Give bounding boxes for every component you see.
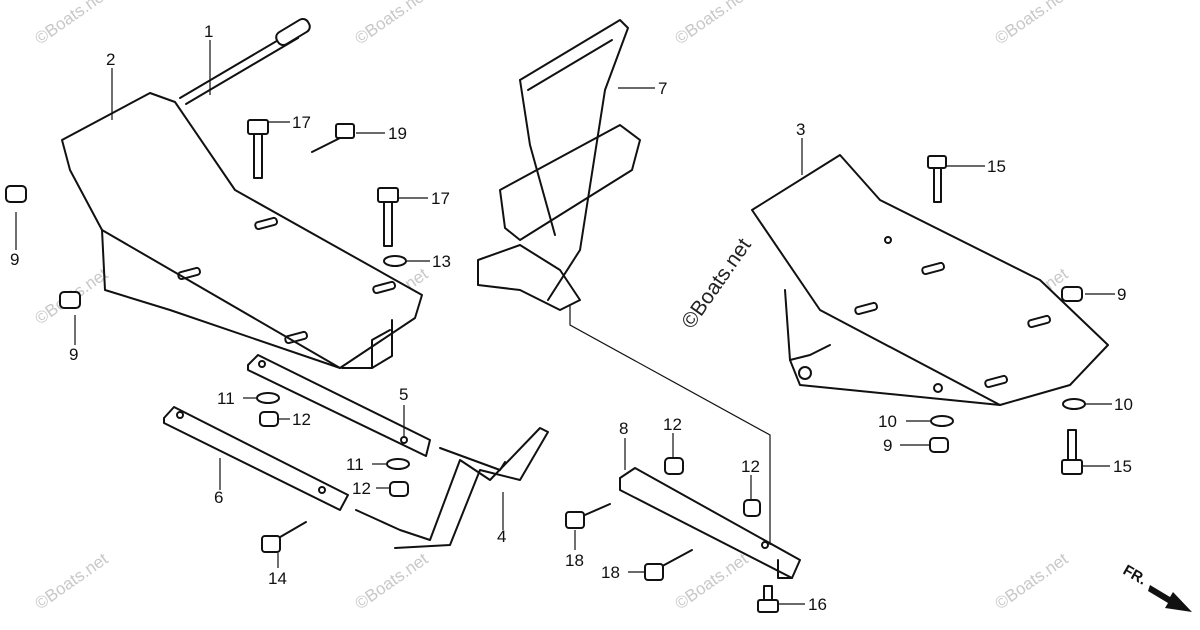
callout-label: 10 <box>1114 395 1133 414</box>
callout-label: 9 <box>69 345 78 364</box>
bolt-icon <box>644 549 693 581</box>
callout-label: 9 <box>883 436 892 455</box>
watermark: ©Boats.net <box>671 0 751 48</box>
callout-label: 19 <box>388 124 407 143</box>
watermark-center: ©Boats.net <box>677 234 756 333</box>
front-direction-indicator: FR. <box>1120 562 1192 612</box>
bolt-icon <box>565 503 611 529</box>
callout-label: 6 <box>214 488 223 507</box>
nut-icon <box>929 437 949 453</box>
bolt-icon <box>311 123 355 153</box>
watermark: ©Boats.net <box>31 0 111 48</box>
callout-label: 10 <box>878 412 897 431</box>
callout-label: 17 <box>431 189 450 208</box>
leader-lines <box>15 40 1115 605</box>
bolt-icon <box>377 187 399 247</box>
callout-label: 9 <box>10 250 19 269</box>
washer-icon <box>930 415 954 427</box>
washer-icon <box>256 392 280 404</box>
nut-icon <box>259 411 279 427</box>
strap-5 <box>247 354 431 457</box>
frame-bracket <box>477 19 641 311</box>
watermark: ©Boats.net <box>31 549 111 613</box>
callout-label: 11 <box>217 389 235 408</box>
washer-icon <box>1062 398 1086 410</box>
watermark: ©Boats.net <box>991 0 1071 48</box>
left-footrest-plate <box>61 92 423 369</box>
callout-label: 1 <box>204 22 213 41</box>
nut-icon <box>1061 286 1083 302</box>
callout-label: 9 <box>1117 285 1126 304</box>
arrow-icon <box>1148 585 1192 612</box>
callout-label: 8 <box>619 419 628 438</box>
callout-label: 12 <box>663 415 682 434</box>
rod-part <box>179 17 311 105</box>
callout-label: 13 <box>432 252 451 271</box>
watermark: ©Boats.net <box>671 549 751 613</box>
direction-label: FR. <box>1120 562 1149 589</box>
callout-label: 11 <box>346 455 364 474</box>
bent-bar <box>355 427 549 549</box>
nut-icon <box>389 481 409 497</box>
callout-label: 18 <box>601 563 620 582</box>
callout-label: 12 <box>292 410 311 429</box>
hardware-group <box>5 119 1086 613</box>
callout-label: 4 <box>497 527 506 546</box>
bolt-icon <box>1061 429 1083 475</box>
watermark: ©Boats.net <box>991 549 1071 613</box>
bolt-icon <box>757 585 779 613</box>
bolt-icon <box>247 119 269 179</box>
callout-label: 3 <box>796 120 805 139</box>
callout-label: 7 <box>658 79 667 98</box>
nut-icon <box>59 291 81 309</box>
callout-label: 16 <box>808 595 827 614</box>
washer-icon <box>386 458 410 470</box>
callout-label: 18 <box>565 551 584 570</box>
nut-icon <box>664 457 684 475</box>
callout-label: 12 <box>352 479 371 498</box>
callout-label: 17 <box>292 113 311 132</box>
watermark: ©Boats.net <box>351 0 431 48</box>
strap-6 <box>163 406 349 511</box>
square-tube <box>619 467 801 579</box>
washer-icon <box>383 255 407 267</box>
callout-label: 12 <box>741 457 760 476</box>
watermark: ©Boats.net <box>351 549 431 613</box>
nut-icon <box>5 185 27 203</box>
callout-label: 15 <box>1113 457 1132 476</box>
callout-label: 14 <box>268 569 287 588</box>
callout-label: 2 <box>106 50 115 69</box>
callout-labels: 1 2 3 4 5 6 7 8 9 9 9 9 10 10 11 11 12 1… <box>10 22 1133 614</box>
callout-label: 15 <box>987 157 1006 176</box>
nut-icon <box>743 499 761 517</box>
bolt-icon <box>261 521 307 553</box>
right-footrest-plate <box>751 154 1109 406</box>
callout-label: 5 <box>399 385 408 404</box>
bolt-icon <box>927 155 947 203</box>
